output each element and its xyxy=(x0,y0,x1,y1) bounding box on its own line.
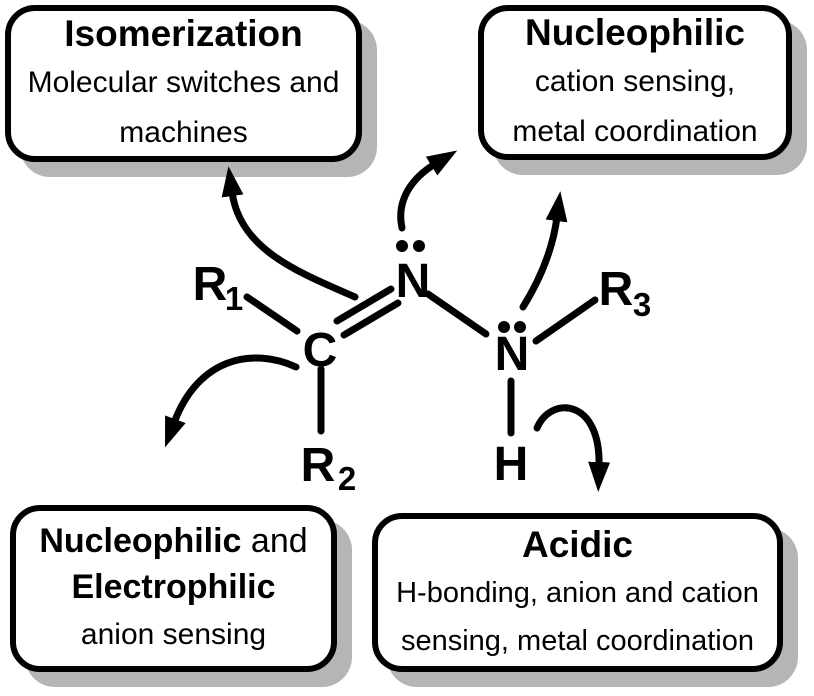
bond-r1-c xyxy=(243,293,301,335)
imine-n-lone-pair-dot-1 xyxy=(396,240,408,252)
nucleophilic-electrophilic-box: Nucleophilic and Electrophilic anion sen… xyxy=(10,505,337,672)
nucleophilic-line-2: metal coordination xyxy=(512,114,758,148)
arrow-amine-lone-pair-to-nucleophilic xyxy=(519,191,568,311)
acidic-box: Acidic H-bonding, anion and cation sensi… xyxy=(372,513,783,672)
bond-c-n-double-lower xyxy=(340,299,402,339)
atom-r2-subscript: 2 xyxy=(338,460,356,497)
acidic-line-2: sensing, metal coordination xyxy=(400,624,755,657)
title-regular-part: and xyxy=(241,521,308,560)
arrow-imine-lone-pair-to-nucleophilic xyxy=(397,150,458,232)
arrow-cn-to-isomerization xyxy=(221,166,359,301)
atom-c: C xyxy=(303,324,338,377)
atom-r3: R xyxy=(599,263,634,316)
bond-n-n xyxy=(424,290,490,338)
atom-r1-subscript: 1 xyxy=(225,280,243,317)
nucleophilic-electrophilic-line-1: anion sensing xyxy=(80,617,267,651)
isomerization-title: Isomerization xyxy=(64,12,303,54)
atom-n-imine: N xyxy=(396,255,431,308)
nucleophilic-electrophilic-title-line-2: Electrophilic xyxy=(71,567,276,606)
atom-r1: R xyxy=(193,258,228,311)
isomerization-line-1: Molecular switches and xyxy=(27,65,340,99)
atom-r3-subscript: 3 xyxy=(633,286,651,323)
title-bold-part: Nucleophilic xyxy=(39,521,242,560)
atom-n-amine: N xyxy=(495,328,530,381)
bond-n-r3 xyxy=(532,296,599,345)
nucleophilic-title: Nucleophilic xyxy=(525,11,745,53)
arrow-c-to-nucleophilic-electrophilic xyxy=(164,354,300,448)
bond-c-n-double-upper xyxy=(333,285,395,325)
imine-n-lone-pair-dot-2 xyxy=(413,240,425,252)
atom-h: H xyxy=(494,438,529,491)
arrow-nh-to-acidic xyxy=(533,404,611,492)
nucleophilic-line-1: cation sensing, xyxy=(534,64,736,98)
acidic-title: Acidic xyxy=(521,523,634,565)
nucleophilic-box: Nucleophilic cation sensing, metal coord… xyxy=(478,5,792,160)
nucleophilic-electrophilic-title-line-1: Nucleophilic and xyxy=(39,518,307,564)
isomerization-box: Isomerization Molecular switches and mac… xyxy=(5,5,362,162)
amine-n-lone-pair-dot-1 xyxy=(498,321,510,333)
isomerization-line-2: machines xyxy=(119,115,248,149)
atom-r2: R xyxy=(301,439,336,492)
amine-n-lone-pair-dot-2 xyxy=(514,321,526,333)
acidic-line-1: H-bonding, anion and cation xyxy=(396,576,759,609)
